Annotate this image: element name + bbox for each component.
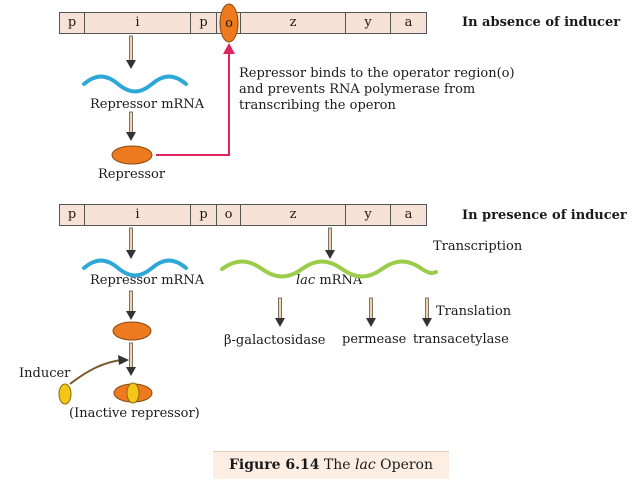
caption-text-before: The: [319, 457, 356, 473]
inactive-repressor-label: (Inactive repressor): [69, 406, 200, 421]
lac-italic: lac: [296, 273, 316, 288]
inducer-shape: [58, 383, 72, 405]
arrow-i-to-mrna-bottom: [126, 227, 136, 259]
inducer-label: Inducer: [19, 366, 71, 381]
translation-arrow-a: [422, 297, 432, 327]
heading-absence: In absence of inducer: [462, 15, 621, 30]
inactive-repressor-shape: [113, 383, 153, 403]
arrow-i-to-mrna-top: [126, 35, 136, 69]
caption-italic: lac: [355, 457, 376, 473]
arrow-mrna-to-repressor-top: [126, 111, 136, 141]
figure-number: Figure 6.14: [228, 457, 320, 473]
mrna-text: mRNA: [315, 273, 363, 288]
repressor-mrna-label-top: Repressor mRNA: [90, 97, 205, 112]
gene-z-bottom: z: [240, 204, 346, 226]
translation-arrow-z: [275, 297, 285, 327]
explanation-line-1: Repressor binds to the operator region(o…: [239, 66, 515, 81]
translation-arrow-y: [366, 297, 376, 327]
gene-o-bottom: o: [216, 204, 241, 226]
translation-label: Translation: [436, 304, 512, 319]
arrow-z-to-lac-mrna: [325, 227, 335, 259]
inducer-arrow: [69, 359, 123, 385]
gene-a-bottom: a: [390, 204, 427, 226]
caption-text-after: Operon: [375, 457, 433, 473]
repressor-binding-explanation: Repressor binds to the operator region(o…: [239, 66, 515, 114]
repressor-label: Repressor: [98, 167, 166, 182]
repressor-mrna-wave-top: [82, 74, 188, 94]
bound-inducer-shape: [126, 382, 140, 404]
gene-p-bottom-2: p: [190, 204, 217, 226]
explanation-line-2: and prevents RNA polymerase from: [239, 82, 476, 97]
gene-a-top: a: [390, 12, 427, 34]
gene-i-bottom: i: [84, 204, 191, 226]
gene-p-bottom-1: p: [59, 204, 85, 226]
gene-o-top: [216, 12, 241, 34]
product-permease: permease: [342, 332, 407, 347]
product-transacetylase: transacetylase: [413, 332, 509, 347]
gene-p-top-1: p: [59, 12, 85, 34]
repressor-mrna-label-bottom: Repressor mRNA: [90, 273, 205, 288]
product-beta-galactosidase: β-galactosidase: [224, 333, 326, 348]
gene-y-bottom: y: [345, 204, 391, 226]
gene-z-top: z: [240, 12, 346, 34]
repressor-binding-arrowhead: [223, 43, 235, 54]
arrow-mrna-to-repressor-bottom: [126, 290, 136, 320]
gene-i-top: i: [84, 12, 191, 34]
arrow-repressor-to-inactive: [126, 342, 136, 376]
gene-y-top: y: [345, 12, 391, 34]
explanation-line-3: transcribing the operon: [239, 98, 396, 113]
repressor-shape-top: [111, 145, 153, 165]
lac-mrna-label: lac mRNA: [296, 273, 362, 289]
repressor-shape-bottom: [112, 321, 152, 341]
figure-caption: Figure 6.14 The lac Operon: [213, 451, 449, 479]
heading-presence: In presence of inducer: [462, 208, 627, 223]
transcription-label: Transcription: [433, 239, 523, 254]
gene-p-top-2: p: [190, 12, 217, 34]
inducer-arrowhead: [118, 355, 129, 365]
